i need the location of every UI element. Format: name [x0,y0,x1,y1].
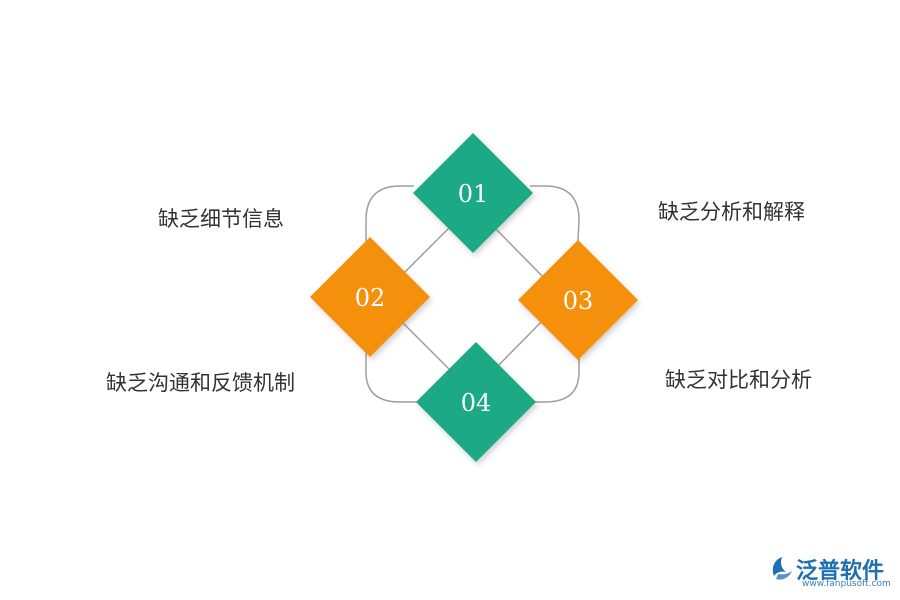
diamond-03-shape [518,240,638,360]
logo-url: www.fanpusoft.com [802,579,891,589]
diamond-01-shape [413,133,533,253]
diamond-02: 02 [310,237,430,357]
diamond-04: 04 [416,342,536,462]
logo-mark-icon [772,557,792,580]
diamond-01-number: 01 [458,180,489,208]
diamond-01: 01 [413,133,533,253]
label-04: 缺乏沟通和反馈机制 [106,371,295,395]
logo-text: 泛普软件 [796,559,885,584]
label-01: 缺乏分析和解释 [658,200,805,224]
diamond-03-number: 03 [563,287,594,315]
diamond-04-number: 04 [461,389,492,417]
label-03: 缺乏对比和分析 [665,368,812,392]
diamond-04-shape [416,342,536,462]
diamond-03: 03 [518,240,638,360]
label-02: 缺乏细节信息 [158,207,284,231]
diamond-02-shape [310,237,430,357]
brand-logo: 泛普软件 www.fanpusoft.com [768,553,893,593]
diamond-02-number: 02 [355,284,386,312]
outer-connectors [365,185,580,403]
